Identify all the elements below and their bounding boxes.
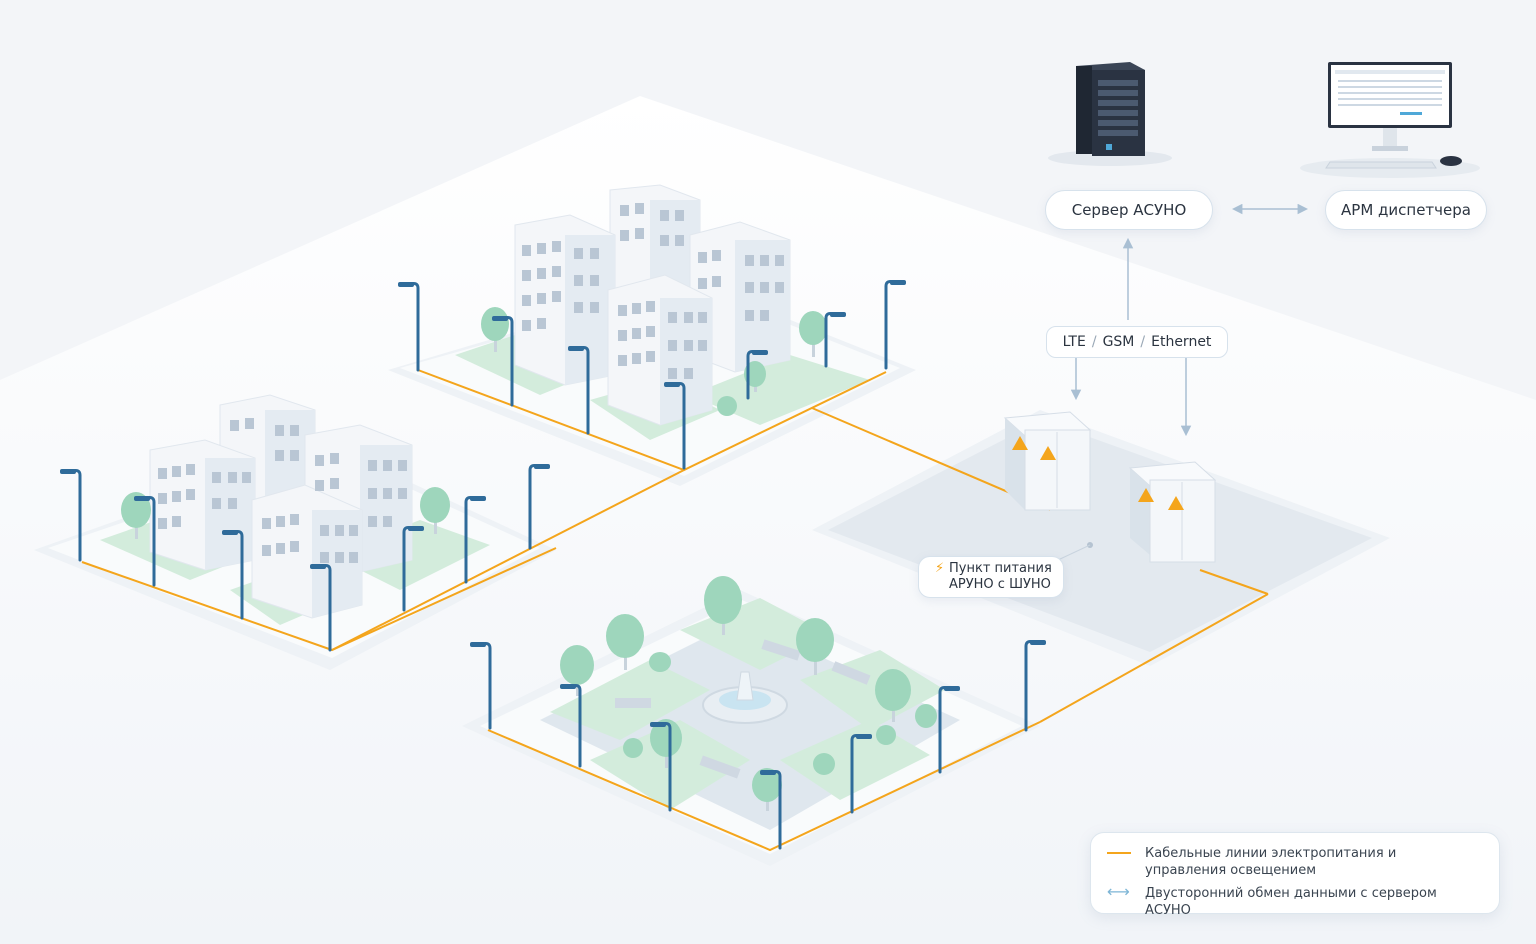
- server-rack-icon: [1048, 62, 1172, 166]
- lightning-bolt-icon: ⚡: [935, 561, 945, 576]
- protocol-separator: /: [1140, 334, 1146, 350]
- substation-label-line2: АРУНО с ШУНО: [949, 577, 1051, 592]
- legend-item-cable: Кабельные линии электропитания и управле…: [1107, 845, 1483, 879]
- legend-item-exchange: ⟷ Двусторонний обмен данными с сервером …: [1107, 882, 1483, 919]
- server-node-label: Сервер АСУНО: [1071, 201, 1187, 219]
- buildings-west: [149, 394, 413, 619]
- network-protocols-badge: LTE / GSM / Ethernet: [1046, 326, 1228, 358]
- legend-exchange-text: Двусторонний обмен данными с сервером АС…: [1145, 886, 1437, 918]
- server-node: Сервер АСУНО: [1045, 190, 1213, 230]
- protocol-ethernet: Ethernet: [1151, 334, 1212, 350]
- operator-node-label: АРМ диспетчера: [1341, 201, 1471, 219]
- data-arrows: [1070, 203, 1309, 437]
- substation-callout: ⚡ Пункт питания АРУНО с ШУНО: [918, 556, 1064, 598]
- protocol-separator: /: [1091, 334, 1097, 350]
- electrical-cabinets: [1003, 411, 1217, 563]
- double-arrow-icon: ⟷: [1107, 882, 1130, 901]
- park-block: [462, 590, 1040, 866]
- computer-monitor-icon: [1300, 62, 1480, 178]
- legend-cable-text: Кабельные линии электропитания и управле…: [1145, 846, 1397, 878]
- protocol-lte: LTE: [1062, 334, 1086, 350]
- city-base-platform: [0, 96, 1536, 944]
- cable-line-swatch: [1107, 852, 1131, 854]
- operator-node: АРМ диспетчера: [1325, 190, 1487, 230]
- lamp-heads: [60, 280, 1046, 775]
- substation-block: [812, 410, 1390, 666]
- substation-label-line1: Пункт питания: [949, 561, 1052, 576]
- high-voltage-icon: [1012, 436, 1184, 510]
- protocol-gsm: GSM: [1102, 334, 1135, 350]
- trees: [121, 307, 937, 811]
- legend: Кабельные линии электропитания и управле…: [1090, 832, 1500, 918]
